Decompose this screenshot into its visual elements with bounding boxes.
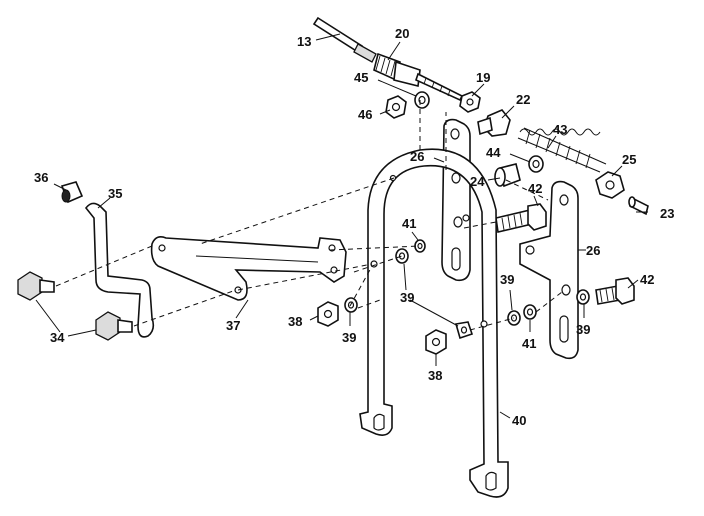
lever-arm-37: [150, 236, 347, 301]
callout-44: 44: [486, 145, 501, 160]
link-plate-26-upper: [441, 118, 471, 282]
callout-40: 40: [512, 413, 526, 428]
washer-44: [528, 155, 544, 173]
callout-labels: 13 20 45 19 22 46 43 26 44 25 36 35 24 4…: [34, 26, 674, 428]
callout-26-upper: 26: [410, 149, 424, 164]
callout-19: 19: [476, 70, 490, 85]
washer-39-right: [576, 289, 590, 305]
washer-39-upper: [395, 248, 409, 264]
bolt-34-upper: [17, 271, 55, 301]
washer-45: [414, 91, 430, 109]
callout-39-left: 39: [342, 330, 356, 345]
nut-38-left: [317, 301, 339, 327]
bolt-42-lower: [595, 277, 635, 305]
nut-46: [385, 95, 407, 119]
callout-46: 46: [358, 107, 372, 122]
callout-23: 23: [660, 206, 674, 221]
link-plate-26-right: [519, 180, 579, 360]
callout-20: 20: [395, 26, 409, 41]
cable-13: [312, 16, 377, 63]
bolt-42-upper: [495, 203, 547, 233]
washer-39-center: [454, 321, 474, 340]
nut-38-center: [425, 329, 447, 355]
callout-42-upper: 42: [528, 181, 542, 196]
callout-39-right: 39: [576, 322, 590, 337]
bolt-34-lower: [95, 311, 133, 341]
rod-35: [84, 202, 155, 338]
callout-38-center: 38: [428, 368, 442, 383]
callout-24: 24: [470, 174, 485, 189]
callout-42-lower: 42: [640, 272, 654, 287]
washer-41-lower: [523, 304, 537, 320]
callout-41-lower: 41: [522, 336, 536, 351]
callout-25: 25: [622, 152, 636, 167]
callout-37: 37: [226, 318, 240, 333]
bracket-40: [359, 148, 509, 498]
nut-19: [459, 91, 481, 113]
callout-35: 35: [108, 186, 122, 201]
callout-13: 13: [297, 34, 311, 49]
callout-22: 22: [516, 92, 530, 107]
callout-34: 34: [50, 330, 65, 345]
ferrule-25: [595, 171, 625, 199]
callout-36: 36: [34, 170, 48, 185]
cable-adjuster-20: [373, 52, 464, 102]
callout-39-upper: 39: [400, 290, 414, 305]
cap-36: [60, 181, 84, 204]
callout-43: 43: [553, 122, 567, 137]
callout-41-upper: 41: [402, 216, 416, 231]
callout-39-right-mid: 39: [500, 272, 514, 287]
leader-lines: [35, 33, 648, 419]
pin-23: [628, 196, 649, 216]
assembly-lines: [55, 100, 563, 331]
callout-45: 45: [354, 70, 368, 85]
callout-26-lower: 26: [586, 243, 600, 258]
spacer-24: [494, 163, 521, 188]
swivel-22: [477, 109, 511, 137]
callout-38-left: 38: [288, 314, 302, 329]
spring-43: [517, 127, 607, 173]
